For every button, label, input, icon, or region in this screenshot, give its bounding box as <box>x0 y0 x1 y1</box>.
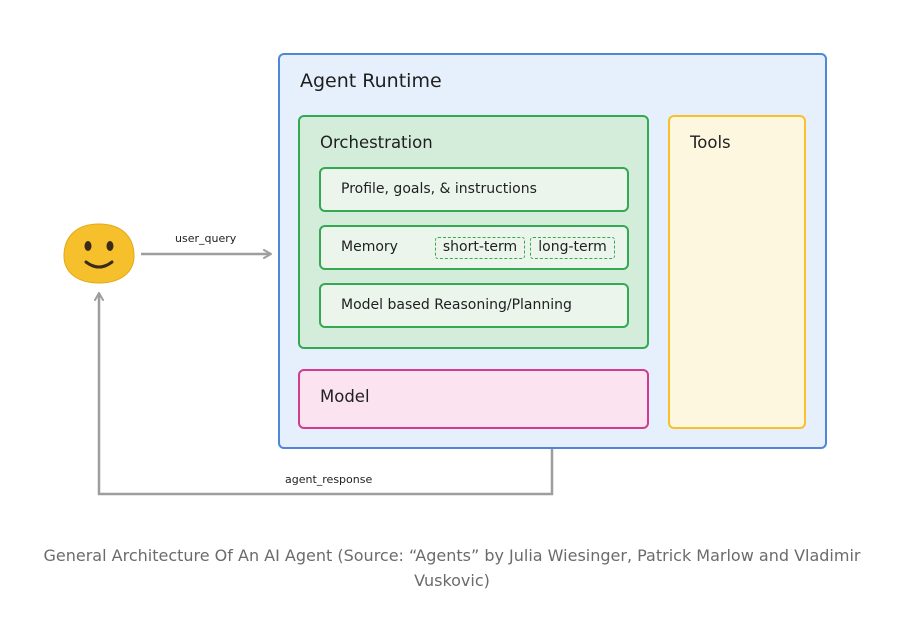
agent-response-arrow <box>94 292 554 496</box>
long-term-tag: long-term <box>530 237 615 259</box>
figure-caption: General Architecture Of An AI Agent (Sou… <box>43 546 861 590</box>
reasoning-label: Model based Reasoning/Planning <box>341 297 572 313</box>
tools-box <box>668 115 806 429</box>
agent-runtime-title: Agent Runtime <box>300 70 442 92</box>
model-box <box>298 369 649 429</box>
profile-box <box>319 167 629 212</box>
tools-title: Tools <box>690 133 731 152</box>
agent-response-label: agent_response <box>285 473 373 486</box>
model-title: Model <box>320 387 370 406</box>
smiley-face-icon <box>63 223 135 284</box>
orchestration-title: Orchestration <box>320 133 433 152</box>
memory-label: Memory <box>341 239 398 255</box>
user-query-label: user_query <box>175 232 237 245</box>
memory-box <box>319 225 629 270</box>
profile-label: Profile, goals, & instructions <box>341 181 537 197</box>
reasoning-box <box>319 283 629 328</box>
short-term-tag: short-term <box>435 237 525 259</box>
